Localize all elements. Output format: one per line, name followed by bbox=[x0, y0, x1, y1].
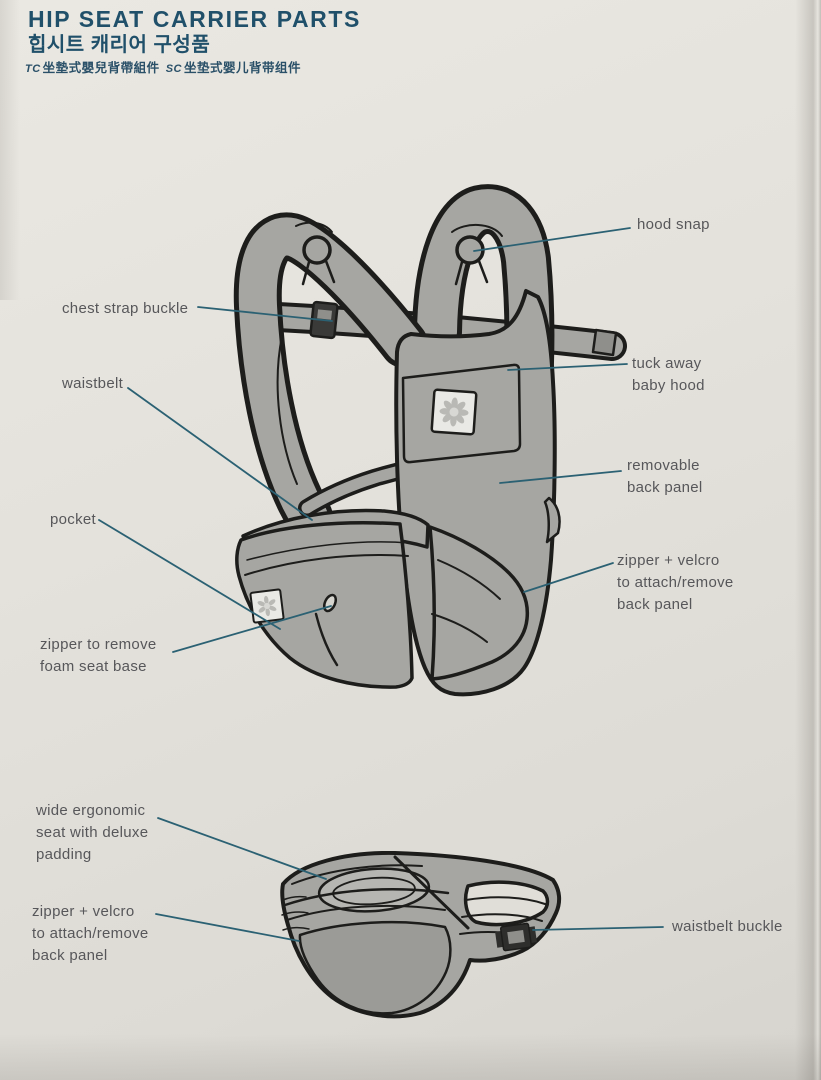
leader-chest-strap-buckle bbox=[197, 306, 333, 322]
label-zipper-velcro-back-panel: zipper + velcro to attach/remove back pa… bbox=[617, 552, 734, 613]
label-zipper-foam-seat-base: zipper to remove foam seat base bbox=[40, 636, 157, 675]
hip-seat-front-panel bbox=[235, 521, 414, 689]
leader-hood-snap bbox=[473, 227, 631, 252]
brand-flower-logo-icon bbox=[439, 397, 469, 427]
sc-text: 坐垫式婴儿背带组件 bbox=[183, 61, 301, 76]
label-tuck-away-baby-hood: tuck away baby hood bbox=[632, 355, 705, 394]
page-title: HIP SEAT CARRIER PARTS bbox=[28, 6, 361, 32]
waistbelt-buckle-part bbox=[495, 922, 537, 952]
leader-removable-back-panel bbox=[499, 470, 622, 484]
tc-text: 坐墊式嬰兒背帶組件 bbox=[42, 61, 160, 76]
left-shadow bbox=[0, 0, 20, 300]
bottom-shadow bbox=[0, 1034, 821, 1080]
label-waistbelt-buckle: waistbelt buckle bbox=[672, 918, 783, 935]
label-waistbelt: waistbelt bbox=[62, 375, 124, 392]
leader-pocket bbox=[98, 519, 281, 630]
leader-zipper-velcro-bottom bbox=[155, 913, 300, 942]
tc-tag: TC bbox=[25, 63, 41, 76]
hood-snap-fasteners bbox=[301, 235, 489, 286]
velcro-tab bbox=[543, 496, 561, 544]
seat-front-face bbox=[298, 920, 452, 1015]
leader-waistbelt bbox=[127, 387, 313, 521]
sc-tag: SC bbox=[165, 63, 182, 76]
leader-zipper-velcro bbox=[523, 562, 614, 593]
leader-lines bbox=[98, 227, 664, 942]
label-zipper-velcro-back-panel-bottom: zipper + velcro to attach/remove back pa… bbox=[32, 903, 149, 964]
hip-seat-detail-illustration bbox=[280, 850, 562, 1019]
leader-waistbelt-buckle bbox=[532, 926, 664, 931]
leader-wide-seat bbox=[157, 817, 327, 880]
brand-logo-patch bbox=[430, 388, 478, 436]
label-pocket: pocket bbox=[50, 511, 96, 528]
hood-pocket-seam bbox=[401, 363, 522, 464]
page-subtitle-korean: 힙시트 캐리어 구성품 bbox=[28, 34, 211, 57]
seat-logo-patch bbox=[249, 588, 285, 624]
label-chest-strap-buckle: chest strap buckle bbox=[62, 300, 189, 317]
main-carrier-illustration bbox=[233, 184, 627, 697]
page-edge-shadow bbox=[795, 0, 821, 1080]
label-removable-back-panel: removable back panel bbox=[627, 457, 703, 496]
hip-seat-right-wing bbox=[428, 525, 530, 681]
leader-zipper-foam-seat bbox=[172, 605, 332, 653]
chest-strap-buckle-part bbox=[309, 300, 339, 340]
label-wide-ergonomic-seat: wide ergonomic seat with deluxe padding bbox=[36, 802, 149, 863]
label-hood-snap: hood snap bbox=[637, 216, 710, 233]
leader-tuck-away bbox=[507, 363, 628, 371]
